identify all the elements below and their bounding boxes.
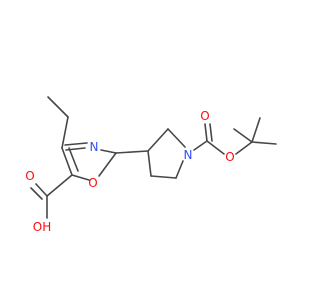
- bond-o1-c5: [71, 174, 90, 181]
- bond-n1-c5: [175, 160, 184, 179]
- bond-boc-carbonyl: [204, 123, 208, 142]
- bond-acid-carbonyl: [35, 183, 48, 197]
- bond-boc-carbonyl-double: [209, 123, 213, 142]
- bond-c4-c3: [147, 150, 152, 177]
- atom-carbamate-ester-o: O: [225, 150, 234, 164]
- bond-c4-n3: [64, 142, 88, 146]
- bond-c3-c2: [147, 128, 169, 152]
- bond-acid-carbonyl-double: [30, 187, 43, 200]
- atom-oxazole-n: N: [90, 140, 99, 154]
- atom-carbamate-carbonyl-o: O: [200, 109, 209, 123]
- bond-ester-o-cq: [235, 141, 253, 155]
- bond-c2-n1: [167, 128, 186, 148]
- bond-carbonyl-ester-o: [206, 140, 225, 155]
- bond-c5-c4: [61, 147, 73, 176]
- bond-cq-methyl-1: [233, 128, 253, 143]
- bond-cq-methyl-3: [251, 141, 277, 145]
- bond-n-carbonyl: [193, 140, 208, 151]
- structure-drawing: N O O OH N O O: [25, 96, 277, 234]
- bond-ch2-ch3: [47, 96, 69, 118]
- bond-n3-c2: [100, 149, 117, 154]
- atom-oxazole-o: O: [88, 176, 97, 190]
- bond-cq-methyl-2: [251, 117, 261, 143]
- atom-hydroxyl: OH: [33, 220, 51, 234]
- bond-c2-o1: [98, 152, 117, 177]
- bond-oxazole-pyrrolidine: [115, 150, 149, 154]
- bond-c5-cooh: [46, 174, 73, 197]
- molecule-diagram: N O O OH N O O: [25, 96, 277, 234]
- bond-c4-ch2: [61, 116, 69, 149]
- bond-c5-c4: [150, 175, 177, 179]
- bond-c5-c4-double: [68, 147, 79, 172]
- atom-pyrrolidine-n: N: [184, 148, 193, 162]
- atom-acid-carbonyl-o: O: [25, 169, 34, 183]
